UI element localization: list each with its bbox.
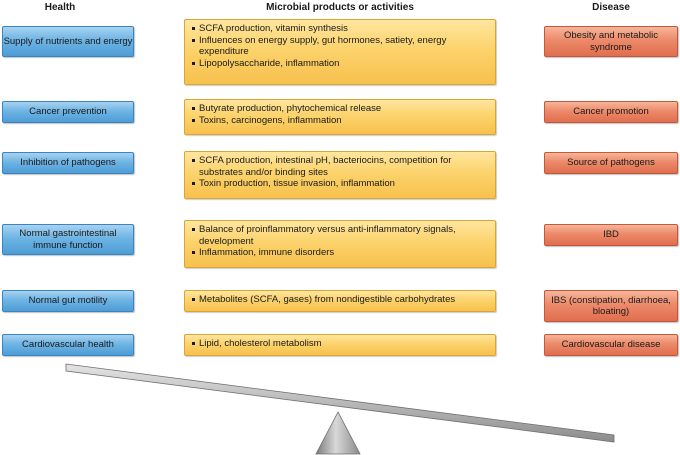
health-header: Health [44, 2, 76, 13]
disease-header: Disease [592, 2, 630, 13]
microbial-box-pathogens: SCFA production, intestinal pH, bacterio… [184, 151, 496, 199]
microbial-item: Lipid, cholesterol metabolism [192, 338, 487, 350]
disease-box-ibd: IBD [544, 224, 678, 246]
microbial-box-motility: Metabolites (SCFA, gases) from nondigest… [184, 290, 496, 312]
disease-box-ibs: IBS (constipation, diarrhoea, bloating) [544, 290, 678, 322]
seesaw-fulcrum [315, 411, 361, 455]
health-box-cancer-prevention: Cancer prevention [2, 101, 134, 123]
health-box-cardio: Cardiovascular health [2, 334, 134, 356]
microbial-item: Lipopolysaccharide, inflammation [192, 58, 487, 70]
disease-box-cancer-promotion: Cancer promotion [544, 101, 678, 123]
microbial-item: SCFA production, intestinal pH, bacterio… [192, 155, 487, 178]
microbial-item: Influences on energy supply, gut hormone… [192, 35, 487, 58]
microbial-box-cancer: Butyrate production, phytochemical relea… [184, 99, 496, 135]
microbial-box-immune: Balance of proinflammatory versus anti-i… [184, 220, 496, 268]
microbial-header: Microbial products or activities [266, 2, 414, 13]
seesaw-graphic [65, 363, 615, 455]
microbial-item: Toxin production, tissue invasion, infla… [192, 178, 487, 190]
health-box-nutrients: Supply of nutrients and energy [2, 26, 134, 57]
microbial-item: Balance of proinflammatory versus anti-i… [192, 224, 487, 247]
disease-box-pathogens: Source of pathogens [544, 152, 678, 174]
disease-box-obesity: Obesity and metabolic syndrome [544, 26, 678, 57]
disease-box-cardio: Cardiovascular disease [544, 334, 678, 356]
microbial-item: Butyrate production, phytochemical relea… [192, 103, 487, 115]
microbial-box-cardio: Lipid, cholesterol metabolism [184, 334, 496, 356]
microbial-item: Metabolites (SCFA, gases) from nondigest… [192, 294, 487, 306]
seesaw-beam [65, 363, 615, 443]
health-box-pathogens: Inhibition of pathogens [2, 152, 134, 174]
microbial-item: Inflammation, immune disorders [192, 247, 487, 259]
microbial-box-nutrients: SCFA production, vitamin synthesis Influ… [184, 19, 496, 85]
health-box-immune: Normal gastrointestinal immune function [2, 224, 134, 255]
health-box-motility: Normal gut motility [2, 290, 134, 312]
microbial-item: Toxins, carcinogens, inflammation [192, 115, 487, 127]
microbial-item: SCFA production, vitamin synthesis [192, 23, 487, 35]
